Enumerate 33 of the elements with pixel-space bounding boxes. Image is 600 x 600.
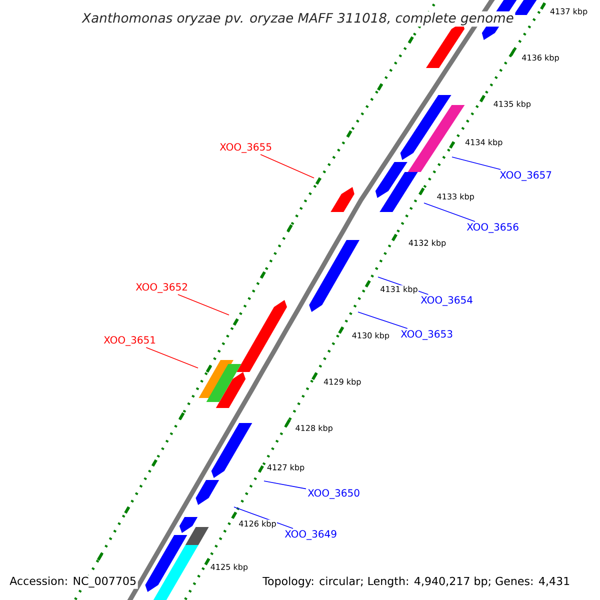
tick-label: 4130 kbp (351, 332, 390, 341)
leader-line (424, 202, 476, 222)
gene-label: XOO_3654 (420, 296, 472, 306)
tick-label: 4125 kbp (210, 563, 249, 572)
gene-label: XOO_3657 (500, 171, 552, 181)
tick-label: 4134 kbp (464, 138, 504, 148)
genome-summary-text: Topology: circular; Length: 4,940,217 bp; Genes: 4,431 (261, 575, 572, 589)
leader-line (264, 480, 306, 490)
gene-label: XOO_3653 (400, 330, 452, 340)
gene-label: XOO_3651 (104, 336, 156, 346)
gene-label: XOO_3656 (466, 223, 518, 233)
title: Xanthomonas oryzae pv. oryzae MAFF 311018, complete genome (80, 11, 516, 27)
gene-label: XOO_3650 (308, 489, 360, 499)
tick-label: 4129 kbp (322, 378, 362, 387)
tick-label: 4128 kbp (294, 424, 334, 434)
tick-label: 4127 kbp (266, 463, 306, 473)
leader-line (452, 156, 501, 170)
tick-label: 4135 kbp (492, 100, 532, 110)
leader-line (358, 312, 408, 329)
tick-label: 4132 kbp (408, 238, 447, 248)
tick-label: 4131 kbp (379, 285, 418, 294)
gene-label: XOO_3649 (284, 530, 336, 540)
gene-label: XOO_3652 (136, 283, 187, 293)
accession-text: Accession: NC_007705 (8, 575, 138, 589)
leader-line (234, 506, 294, 529)
gene-label: XOO_3655 (220, 143, 272, 153)
tick-label: 4133 kbp (436, 192, 476, 202)
tick-label: 4126 kbp (238, 520, 277, 529)
tick-label: 4137 kbp (549, 7, 588, 17)
leader-line (146, 347, 198, 368)
tick-label: 4136 kbp (520, 54, 560, 63)
leader-line (178, 294, 230, 316)
leader-line (260, 154, 314, 178)
